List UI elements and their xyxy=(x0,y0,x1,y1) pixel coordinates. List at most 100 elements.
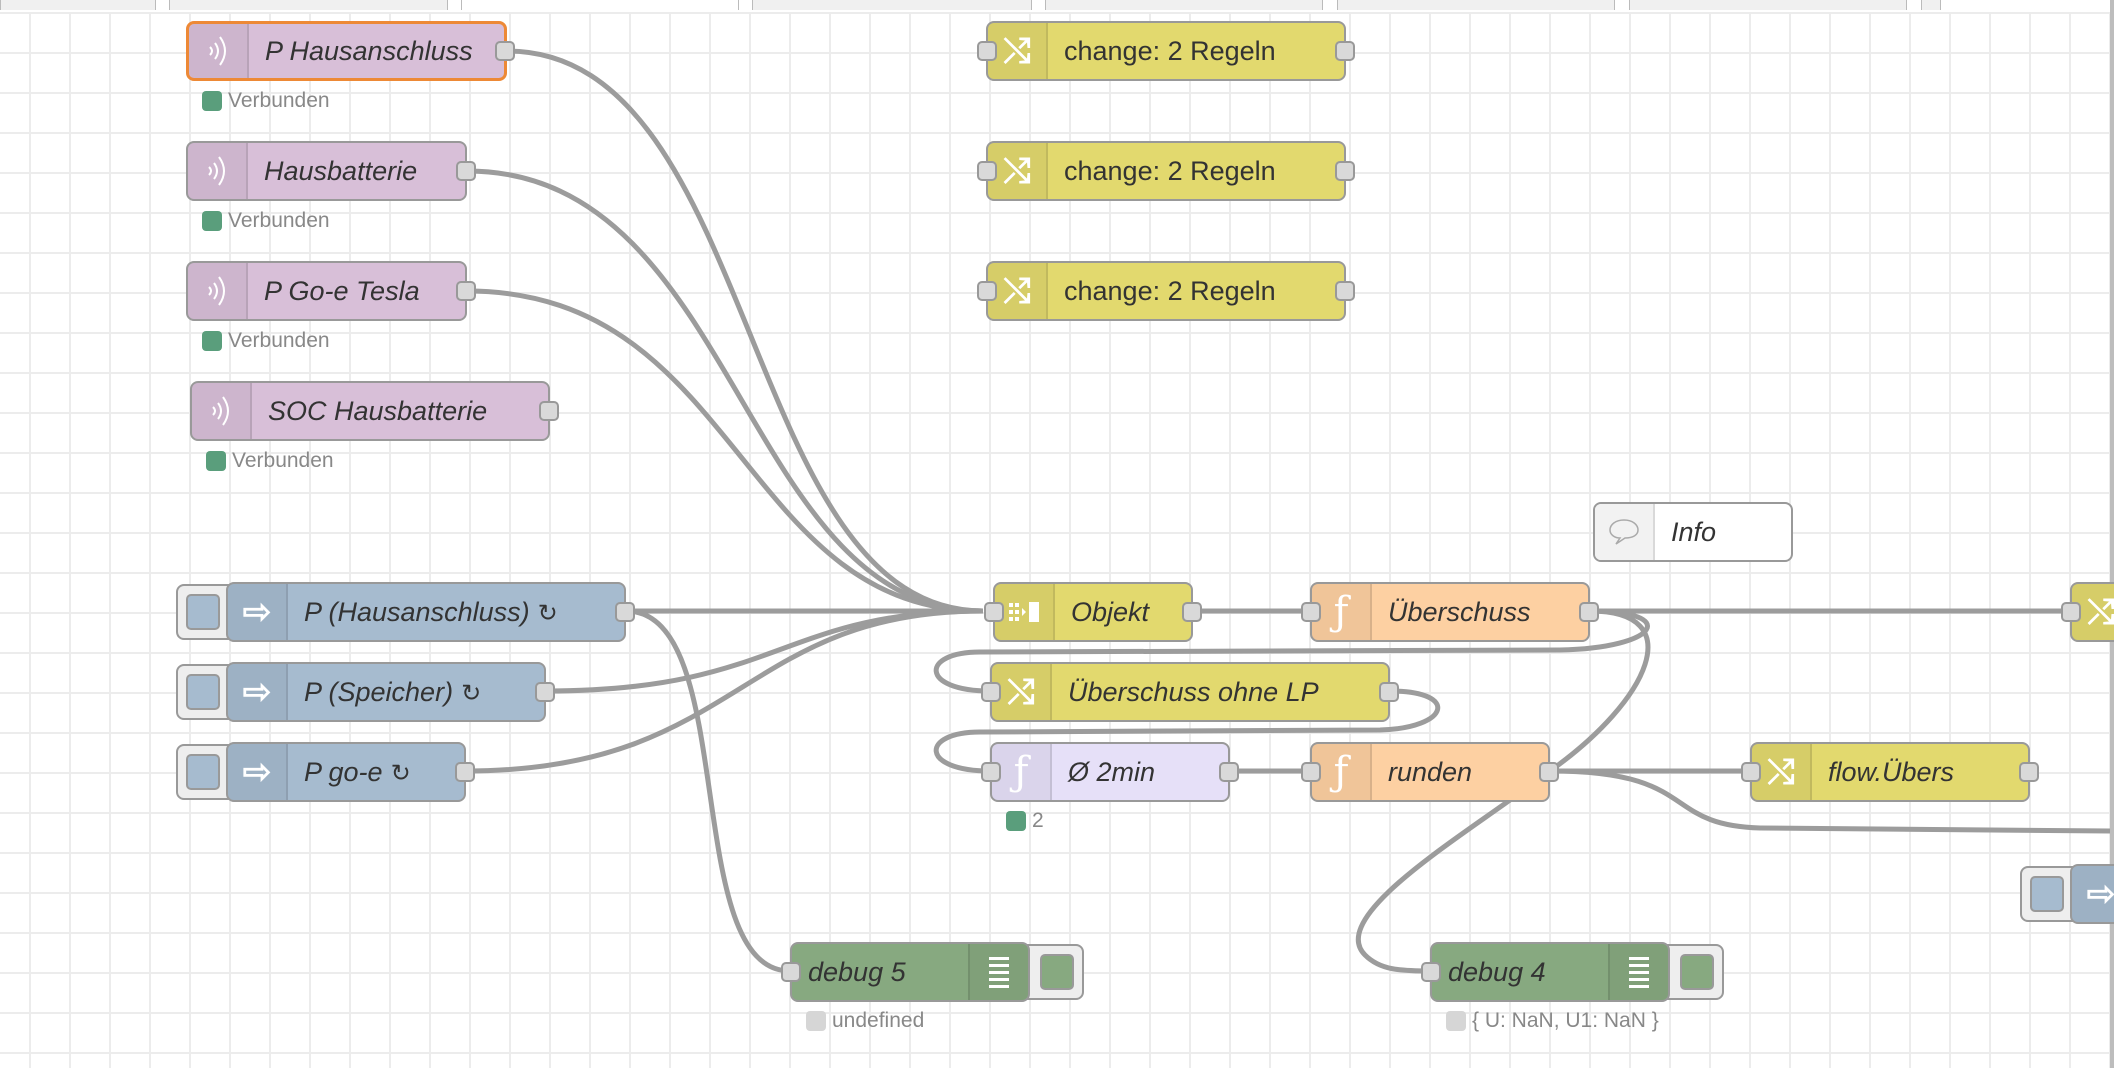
input-port[interactable] xyxy=(2061,602,2081,622)
repeat-icon: ↻ xyxy=(537,599,558,627)
workspace-tab[interactable] xyxy=(1629,0,1907,10)
output-port[interactable] xyxy=(1335,281,1355,301)
workspace-tab[interactable] xyxy=(1921,0,1941,10)
debug-toggle-button[interactable] xyxy=(1660,944,1724,1000)
node-label: change: 2 Regeln xyxy=(1064,35,1276,66)
output-port[interactable] xyxy=(455,762,475,782)
node-label: P Go-e Tesla xyxy=(264,275,420,306)
inject-arrow-icon: ⇨ xyxy=(228,664,288,720)
join-node-objekt[interactable]: Objekt xyxy=(984,582,1202,642)
node-label: runden xyxy=(1388,756,1473,787)
debug-toggle-face xyxy=(1040,954,1074,990)
output-port[interactable] xyxy=(1579,602,1599,622)
function-node-avg-2min[interactable]: ƒ Ø 2min xyxy=(981,742,1239,802)
input-port[interactable] xyxy=(981,682,1001,702)
node-label: debug 5 xyxy=(808,956,906,987)
mqtt-icon xyxy=(188,143,248,199)
node-status: { U: NaN, U1: NaN } xyxy=(1446,1009,1659,1033)
function-icon: ƒ xyxy=(1312,744,1372,800)
debug-node-5[interactable]: debug 5 xyxy=(781,942,1030,1002)
repeat-icon: ↻ xyxy=(461,679,482,707)
debug-toggle-button[interactable] xyxy=(1020,944,1084,1000)
inject-button-face xyxy=(2030,876,2064,912)
workspace-tab[interactable] xyxy=(169,0,448,10)
node-label: Info xyxy=(1671,516,1717,547)
inject-arrow-icon: ⇨ xyxy=(228,744,288,800)
input-port[interactable] xyxy=(977,41,997,61)
shuffle-icon: ⤭ xyxy=(988,263,1048,319)
inject-node-partial[interactable]: ⇨ xyxy=(2070,864,2114,924)
output-port[interactable] xyxy=(1379,682,1399,702)
output-port[interactable] xyxy=(1539,762,1559,782)
output-port[interactable] xyxy=(539,401,559,421)
node-label: P (Speicher)↻ xyxy=(288,677,481,708)
inject-node-p-hausanschluss[interactable]: ⇨ P (Hausanschluss)↻ xyxy=(226,582,635,642)
output-port[interactable] xyxy=(1182,602,1202,622)
input-port[interactable] xyxy=(1741,762,1761,782)
output-port[interactable] xyxy=(1335,161,1355,181)
input-port[interactable] xyxy=(1301,762,1321,782)
inject-button-face xyxy=(186,594,220,630)
input-port[interactable] xyxy=(984,602,1004,622)
status-dot-icon xyxy=(202,331,222,351)
node-status: Verbunden xyxy=(202,89,330,113)
function-node-runden[interactable]: ƒ runden xyxy=(1301,742,1559,802)
output-port[interactable] xyxy=(1335,41,1355,61)
comment-node-info[interactable]: Info xyxy=(1593,502,1793,562)
input-port[interactable] xyxy=(977,161,997,181)
inject-node-p-speicher[interactable]: ⇨ P (Speicher)↻ xyxy=(226,662,555,722)
output-port[interactable] xyxy=(1219,762,1239,782)
status-dot-icon xyxy=(206,451,226,471)
output-port[interactable] xyxy=(615,602,635,622)
output-port[interactable] xyxy=(495,41,515,61)
change-node-partial[interactable]: ⤭ xyxy=(2061,582,2114,642)
status-text: Verbunden xyxy=(228,209,330,232)
shuffle-icon: ⤭ xyxy=(988,143,1048,199)
input-port[interactable] xyxy=(981,762,1001,782)
change-node-flow-uebers[interactable]: ⤭ flow.Übers xyxy=(1741,742,2039,802)
workspace-tab[interactable] xyxy=(1045,0,1323,10)
mqtt-node-hausbatterie[interactable]: Hausbatterie xyxy=(186,141,476,201)
inject-button-face xyxy=(186,674,220,710)
debug-node-4[interactable]: debug 4 xyxy=(1421,942,1670,1002)
change-node-2[interactable]: ⤭ change: 2 Regeln xyxy=(977,141,1355,201)
workspace-tab[interactable] xyxy=(0,0,156,10)
output-port[interactable] xyxy=(2019,762,2039,782)
status-dot-icon xyxy=(806,1011,826,1031)
output-port[interactable] xyxy=(456,281,476,301)
node-status: Verbunden xyxy=(202,329,330,353)
inject-node-p-goe[interactable]: ⇨ P go-e↻ xyxy=(226,742,475,802)
status-dot-icon xyxy=(202,91,222,111)
change-node-3[interactable]: ⤭ change: 2 Regeln xyxy=(977,261,1355,321)
node-label: P Hausanschluss xyxy=(265,35,473,66)
input-port[interactable] xyxy=(1301,602,1321,622)
input-port[interactable] xyxy=(781,962,801,982)
workspace-tab[interactable] xyxy=(752,0,1032,10)
workspace-tab-active[interactable] xyxy=(461,0,739,10)
node-status: Verbunden xyxy=(206,449,334,473)
status-text: { U: NaN, U1: NaN } xyxy=(1472,1009,1659,1032)
input-port[interactable] xyxy=(977,281,997,301)
mqtt-icon xyxy=(189,24,249,78)
node-label-text: P go-e xyxy=(304,756,383,787)
mqtt-node-p-goe-tesla[interactable]: P Go-e Tesla xyxy=(186,261,476,321)
mqtt-node-p-hausanschluss[interactable]: P Hausanschluss xyxy=(186,21,515,81)
workspace-tab[interactable] xyxy=(1337,0,1615,10)
output-port[interactable] xyxy=(456,161,476,181)
change-node-1[interactable]: ⤭ change: 2 Regeln xyxy=(977,21,1355,81)
function-node-ueberschuss[interactable]: ƒ Überschuss xyxy=(1301,582,1599,642)
node-label: flow.Übers xyxy=(1828,756,1955,787)
status-text: Verbunden xyxy=(232,449,334,472)
debug-toggle-face xyxy=(1680,954,1714,990)
node-label: P go-e↻ xyxy=(288,757,411,788)
change-node-ueberschuss-ohne-lp[interactable]: ⤭ Überschuss ohne LP xyxy=(981,662,1399,722)
input-port[interactable] xyxy=(1421,962,1441,982)
shuffle-icon: ⤭ xyxy=(2072,584,2114,640)
status-text: 2 xyxy=(1032,809,1044,832)
output-port[interactable] xyxy=(535,682,555,702)
canvas-scrollbar[interactable] xyxy=(2110,0,2114,1068)
node-label: change: 2 Regeln xyxy=(1064,275,1276,306)
status-text: Verbunden xyxy=(228,329,330,352)
mqtt-node-soc-hausbatterie[interactable]: SOC Hausbatterie xyxy=(190,381,559,441)
node-label: debug 4 xyxy=(1448,956,1546,987)
